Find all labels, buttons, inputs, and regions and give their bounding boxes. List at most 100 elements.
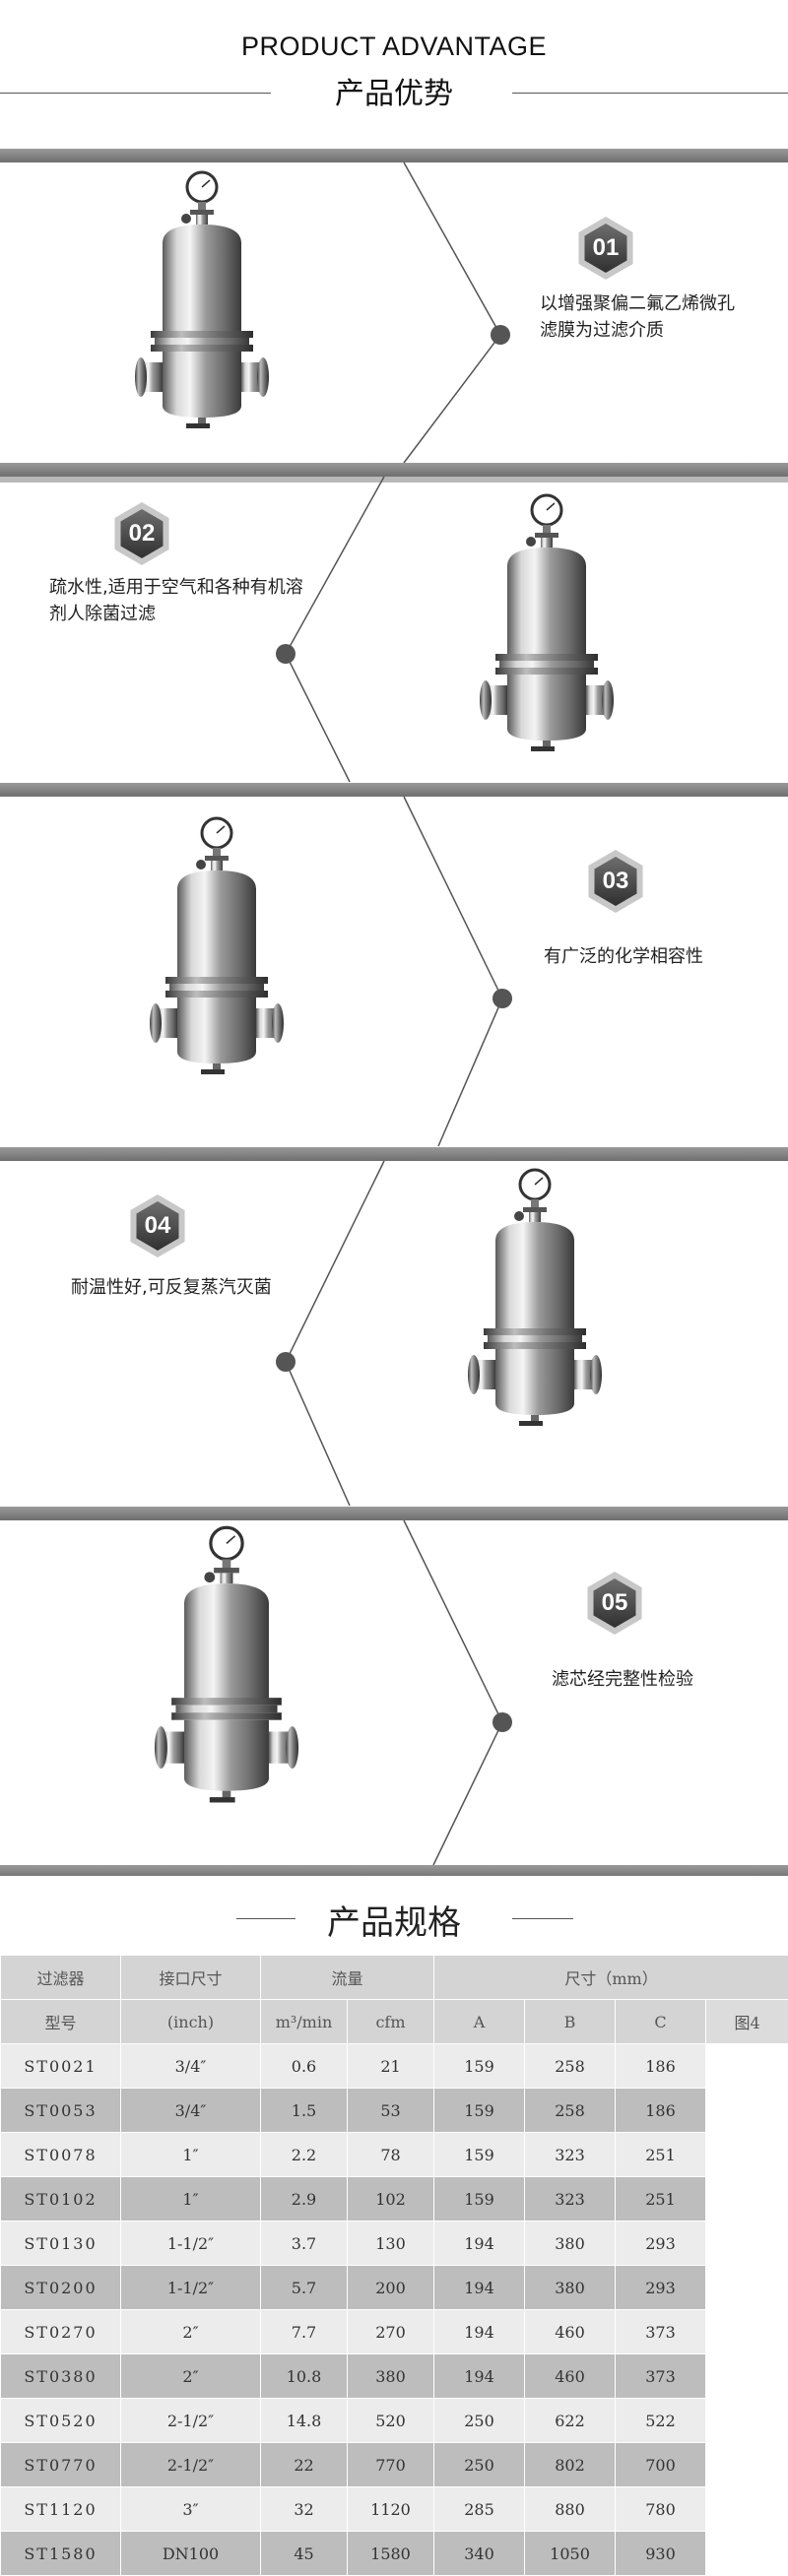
- spec-cell-c: 251: [616, 2133, 706, 2177]
- spec-cell-port: 1″: [121, 2177, 261, 2222]
- feature-number-badge: 04: [126, 1194, 189, 1257]
- section-divider-band: [0, 1507, 788, 1520]
- spec-cell-port: 2-1/2″: [121, 2399, 261, 2443]
- spec-cell-a: 159: [434, 2089, 525, 2133]
- spec-header-flow: 流量: [261, 1956, 434, 2000]
- spec-cell-port: DN100: [121, 2532, 261, 2576]
- spec-header-row-1: 过滤器 接口尺寸 流量 尺寸（mm）: [1, 1956, 788, 2000]
- spec-cell-cfm: 200: [348, 2266, 434, 2310]
- spec-cell-b: 258: [525, 2089, 616, 2133]
- spec-cell-a: 159: [434, 2133, 525, 2177]
- spec-header-a: A: [434, 2000, 525, 2044]
- spec-cell-c: 930: [616, 2532, 706, 2576]
- spec-cell-model: ST0380: [1, 2354, 121, 2399]
- spec-cell-a: 194: [434, 2266, 525, 2310]
- connector-dot: [492, 989, 512, 1008]
- spec-cell-cfm: 1120: [348, 2487, 434, 2532]
- spec-cell-port: 1-1/2″: [121, 2266, 261, 2310]
- connector-dot: [492, 1712, 512, 1732]
- spec-cell-a: 194: [434, 2310, 525, 2354]
- spec-cell-model: ST0770: [1, 2443, 121, 2487]
- spec-cell-a: 250: [434, 2399, 525, 2443]
- spec-cell-m3: 7.7: [261, 2310, 348, 2354]
- feature-text: 滤芯经完整性检验: [552, 1666, 693, 1693]
- spec-cell-m3: 22: [261, 2443, 348, 2487]
- spec-header-c: C: [616, 2000, 706, 2044]
- spec-header-b: B: [525, 2000, 616, 2044]
- spec-cell-model: ST0053: [1, 2089, 121, 2133]
- spec-cell-port: 3/4″: [121, 2089, 261, 2133]
- spec-cell-model: ST0102: [1, 2177, 121, 2222]
- spec-cell-m3: 2.9: [261, 2177, 348, 2222]
- connector-dot: [491, 325, 510, 345]
- spec-cell-cfm: 520: [348, 2399, 434, 2443]
- spec-cell-m3: 2.2: [261, 2133, 348, 2177]
- spec-cell-a: 250: [434, 2443, 525, 2487]
- spec-cell-b: 802: [525, 2443, 616, 2487]
- spec-cell-m3: 32: [261, 2487, 348, 2532]
- spec-title-line-left: [236, 1918, 296, 1919]
- spec-cell-c: 251: [616, 2177, 706, 2222]
- section-divider-band: [0, 783, 788, 797]
- spec-cell-b: 460: [525, 2310, 616, 2354]
- spec-cell-cfm: 380: [348, 2354, 434, 2399]
- header-title-en: PRODUCT ADVANTAGE: [0, 32, 788, 62]
- spec-cell-cfm: 21: [348, 2044, 434, 2089]
- spec-cell-cfm: 102: [348, 2177, 434, 2222]
- spec-cell-port: 2″: [121, 2310, 261, 2354]
- spec-cell-a: 159: [434, 2177, 525, 2222]
- spec-cell-b: 258: [525, 2044, 616, 2089]
- spec-cell-port: 2″: [121, 2354, 261, 2399]
- spec-title-line-right: [512, 1918, 573, 1919]
- feature-text: 疏水性,适用于空气和各种有机溶 剂人除菌过滤: [49, 574, 303, 627]
- spec-cell-c: 186: [616, 2044, 706, 2089]
- section-divider-band: [0, 463, 788, 477]
- spec-cell-a: 285: [434, 2487, 525, 2532]
- spec-cell-m3: 14.8: [261, 2399, 348, 2443]
- spec-header-model: 过滤器: [1, 1956, 121, 2000]
- spec-cell-cfm: 270: [348, 2310, 434, 2354]
- spec-cell-port: 1″: [121, 2133, 261, 2177]
- spec-cell-cfm: 53: [348, 2089, 434, 2133]
- spec-cell-model: ST0520: [1, 2399, 121, 2443]
- spec-cell-c: 293: [616, 2266, 706, 2310]
- section-divider-band: [0, 149, 788, 162]
- spec-cell-cfm: 1580: [348, 2532, 434, 2576]
- spec-figure-label: 图4: [706, 2000, 788, 2044]
- spec-cell-model: ST0200: [1, 2266, 121, 2310]
- spec-cell-m3: 5.7: [261, 2266, 348, 2310]
- spec-cell-c: 186: [616, 2089, 706, 2133]
- spec-cell-model: ST0130: [1, 2222, 121, 2266]
- connector-dot: [276, 1352, 296, 1372]
- spec-cell-cfm: 78: [348, 2133, 434, 2177]
- spec-cell-m3: 1.5: [261, 2089, 348, 2133]
- connector-line: [0, 1161, 788, 1506]
- spec-cell-b: 1050: [525, 2532, 616, 2576]
- feature-number-badge: 03: [584, 850, 647, 913]
- spec-cell-b: 323: [525, 2133, 616, 2177]
- header-divider-left: [0, 93, 271, 94]
- spec-cell-model: ST1120: [1, 2487, 121, 2532]
- header-title-cn: 产品优势: [0, 69, 788, 112]
- spec-cell-c: 373: [616, 2310, 706, 2354]
- connector-line: [0, 1520, 788, 1865]
- spec-cell-b: 323: [525, 2177, 616, 2222]
- spec-cell-model: ST0078: [1, 2133, 121, 2177]
- spec-cell-a: 194: [434, 2222, 525, 2266]
- spec-cell-m3: 45: [261, 2532, 348, 2576]
- connector-line: [0, 797, 788, 1146]
- spec-cell-a: 340: [434, 2532, 525, 2576]
- header-divider-right: [512, 93, 788, 94]
- feature-number-badge: 01: [574, 217, 637, 280]
- section-divider-band: [0, 1147, 788, 1161]
- spec-cell-cfm: 130: [348, 2222, 434, 2266]
- spec-cell-port: 3/4″: [121, 2044, 261, 2089]
